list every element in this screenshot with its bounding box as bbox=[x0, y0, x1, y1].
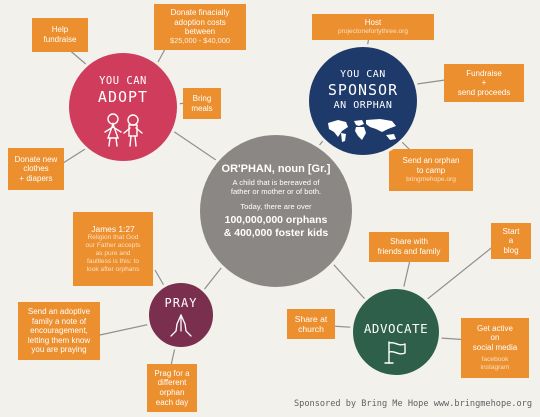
note-fundraise-proceeds: Fundraise + send proceeds bbox=[444, 64, 524, 102]
advocate-circle: ADVOCATE bbox=[350, 286, 442, 378]
note-social-media: Get active on social media facebook inst… bbox=[461, 318, 529, 378]
sponsor-title-line3: AN ORPHAN bbox=[333, 100, 393, 111]
pray-title: PRAY bbox=[164, 296, 198, 310]
sponsor-footer: Sponsored by Bring Me Hope www.bringmeho… bbox=[294, 399, 532, 409]
note-donate-clothes: Donate new clothes + diapers bbox=[8, 148, 64, 190]
note-help-fundraise: Help fundraise bbox=[32, 18, 88, 52]
note-bring-meals: Bring meals bbox=[183, 88, 221, 119]
note-share-friends-family: Share with friends and family bbox=[369, 232, 449, 262]
note-host: Host projectonefortythree.org bbox=[312, 14, 434, 40]
foster-count: & 400,000 foster kids bbox=[223, 227, 329, 239]
sponsor-title-line1: YOU CAN bbox=[340, 69, 386, 80]
note-donate-adoption-costs: Donate finacially adoption costs between… bbox=[154, 4, 246, 50]
note-start-blog: Start a blog bbox=[491, 223, 531, 259]
definition-text-2: father or mother or of both. bbox=[230, 187, 322, 196]
adopt-circle: YOU CAN ADOPT bbox=[66, 50, 180, 164]
note-pray-daily: Prag for a different orphan each day bbox=[147, 364, 197, 412]
praying-hands-icon bbox=[170, 314, 192, 337]
flag-icon bbox=[384, 341, 406, 364]
orphans-count: 100,000,000 orphans bbox=[224, 214, 328, 226]
world-map-icon bbox=[328, 119, 396, 142]
note-share-church: Share at church bbox=[287, 309, 335, 339]
note-send-to-camp: Send an orphan to camp bringmehope.org bbox=[389, 149, 473, 191]
sponsor-title-line2: SPONSOR bbox=[327, 81, 399, 99]
orphan-definition-circle: OR'PHAN, noun [Gr.] A child that is bere… bbox=[197, 132, 355, 290]
sponsor-circle: YOU CAN SPONSOR AN ORPHAN bbox=[306, 44, 420, 158]
note-encouragement: Send an adoptive family a note of encour… bbox=[18, 302, 100, 360]
today-text: Today, there are over bbox=[240, 202, 312, 211]
note-james-1-27: James 1:27 Religion that God our Father … bbox=[73, 212, 153, 286]
children-icon bbox=[104, 113, 143, 147]
adopt-title-line1: YOU CAN bbox=[99, 75, 147, 87]
advocate-title: ADVOCATE bbox=[363, 321, 429, 336]
pray-circle: PRAY bbox=[146, 280, 216, 350]
adopt-title-line2: ADOPT bbox=[97, 88, 149, 106]
definition-heading: OR'PHAN, noun [Gr.] bbox=[221, 163, 331, 175]
definition-text-1: A child that is bereaved of bbox=[232, 178, 320, 187]
